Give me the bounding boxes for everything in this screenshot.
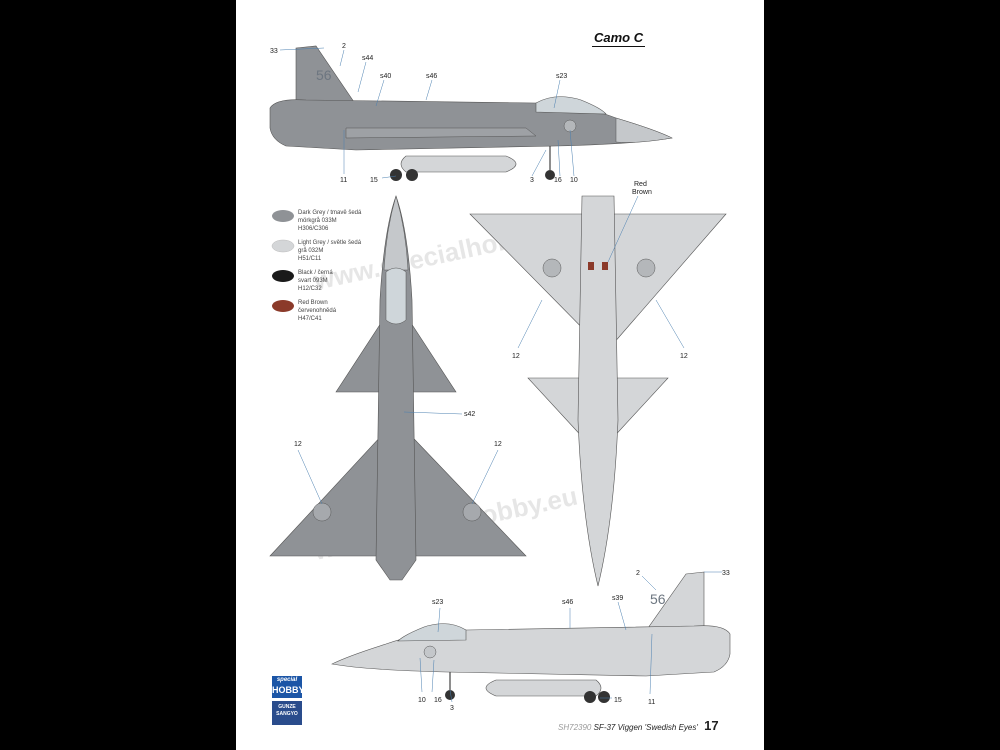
gunze-sangyo-logo: GUNZE SANGYO xyxy=(272,701,302,725)
footer-kit-code: SH72390 xyxy=(558,723,592,732)
callout-15-bottom: 15 xyxy=(614,697,622,704)
callout-11-top: 11 xyxy=(340,177,347,184)
legend-dark-grey-l3: H306/C306 xyxy=(298,226,329,232)
swatch-red-brown xyxy=(272,300,294,312)
callout-s42: s42 xyxy=(464,411,475,418)
legend-light-grey-l2: grå 032M xyxy=(298,247,323,254)
page-footer: SH72390 SF-37 Viggen 'Swedish Eyes' 17 xyxy=(558,718,719,733)
callout-15-top: 15 xyxy=(370,177,378,184)
callout-16-top: 16 xyxy=(554,177,562,184)
callout-16-bottom: 16 xyxy=(434,697,442,704)
callout-brown-label: Brown xyxy=(632,189,652,196)
callout-3-top: 3 xyxy=(530,177,534,184)
callout-12-topview-right: 12 xyxy=(494,441,502,448)
legend-red-brown-l3: H47/C41 xyxy=(298,316,322,322)
legend-black-l3: H12/C32 xyxy=(298,286,322,292)
special-hobby-logo-bottom: HOBBY xyxy=(272,685,305,695)
color-legend: Dark Grey / tmavě šedá mörkgrå 033M H306… xyxy=(271,210,362,322)
callout-12-topview-left: 12 xyxy=(294,441,302,448)
callout-s23-top: s23 xyxy=(556,73,567,80)
legend-light-grey-l1: Light Grey / světle šedá xyxy=(298,240,362,246)
callout-10-top: 10 xyxy=(570,177,578,184)
legend-light-grey-l3: H51/C11 xyxy=(298,256,322,262)
scheme-title: Camo C xyxy=(592,30,646,47)
callout-s44: s44 xyxy=(362,55,373,62)
callout-33-top: 33 xyxy=(270,48,278,55)
side-profile-left: 56 33 2 xyxy=(331,570,731,712)
callout-s23-bottom: s23 xyxy=(432,599,443,606)
footer-page-number: 17 xyxy=(704,718,719,733)
special-hobby-logo-top: special xyxy=(276,677,298,683)
callout-s46-top: s46 xyxy=(426,73,437,80)
legend-dark-grey-l1: Dark Grey / tmavě šedá xyxy=(298,210,362,216)
tail-code-top: 56 xyxy=(316,67,332,83)
bottom-view: Red Brown 12 12 xyxy=(469,181,727,587)
callout-2-bottom: 2 xyxy=(636,570,640,577)
swatch-dark-grey xyxy=(272,210,294,222)
tail-code-bottom: 56 xyxy=(650,591,666,607)
side-profile-right: 56 33 2 s44 s40 s46 s23 11 15 xyxy=(269,43,673,184)
callout-s39: s39 xyxy=(612,595,623,602)
callout-s40: s40 xyxy=(380,73,391,80)
legend-black-l1: Black / černá xyxy=(298,270,333,276)
special-hobby-logo: special HOBBY xyxy=(272,676,305,698)
legend-red-brown-l2: červenohnědá xyxy=(298,308,337,314)
callout-12-bottom-right: 12 xyxy=(680,353,688,360)
callout-33-bottom: 33 xyxy=(722,570,730,577)
legend-dark-grey-l2: mörkgrå 033M xyxy=(298,217,337,224)
top-view: s42 12 12 xyxy=(269,195,527,581)
callout-red-label: Red xyxy=(634,181,647,188)
callout-s46-bottom: s46 xyxy=(562,599,573,606)
legend-black-l2: svart 093M xyxy=(298,278,328,284)
callout-12-bottom-left: 12 xyxy=(512,353,520,360)
swatch-light-grey xyxy=(271,239,295,253)
callout-11-bottom: 11 xyxy=(648,699,655,706)
profile-drawings: www.specialhobby.eu www.specialhobby.eu … xyxy=(269,43,731,712)
callout-3-bottom: 3 xyxy=(450,705,454,712)
footer-kit-title: SF-37 Viggen 'Swedish Eyes' xyxy=(593,723,698,732)
instruction-page: Camo C www.specialhobby.eu www.specialho… xyxy=(236,0,764,750)
callout-2-top: 2 xyxy=(342,43,346,50)
legend-red-brown-l1: Red Brown xyxy=(298,300,328,306)
callout-10-bottom: 10 xyxy=(418,697,426,704)
swatch-black xyxy=(272,270,294,282)
